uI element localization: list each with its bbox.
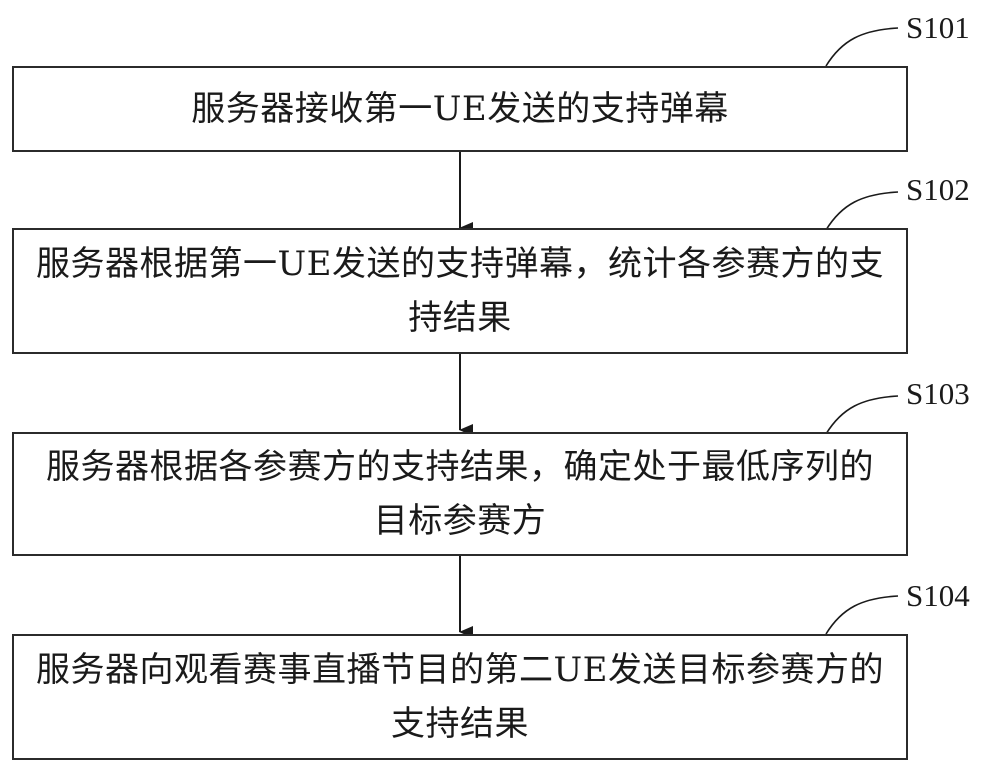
step-label-s104: S104 [906,578,970,613]
step-label-s102: S102 [906,172,970,207]
step-label-s103: S103 [906,376,970,411]
step-text-s104: 服务器向观看赛事直播节目的第二UE发送目标参赛方的支持结果 [36,650,884,744]
step-text-s101: 服务器接收第一UE发送的支持弹幕 [191,89,729,129]
step-label-s101: S101 [906,10,970,45]
step-text-s102: 服务器根据第一UE发送的支持弹幕，统计各参赛方的支持结果 [36,244,884,338]
step-box-s103: 服务器根据各参赛方的支持结果，确定处于最低序列的目标参赛方 [12,432,908,556]
step-box-s104: 服务器向观看赛事直播节目的第二UE发送目标参赛方的支持结果 [12,634,908,760]
leader-s103 [825,395,899,435]
leader-s101 [825,27,899,67]
leader-s102 [825,191,899,231]
leader-s104 [825,595,899,635]
step-text-s103: 服务器根据各参赛方的支持结果，确定处于最低序列的目标参赛方 [46,447,874,541]
step-box-s101: 服务器接收第一UE发送的支持弹幕 [12,66,908,152]
step-box-s102: 服务器根据第一UE发送的支持弹幕，统计各参赛方的支持结果 [12,228,908,354]
